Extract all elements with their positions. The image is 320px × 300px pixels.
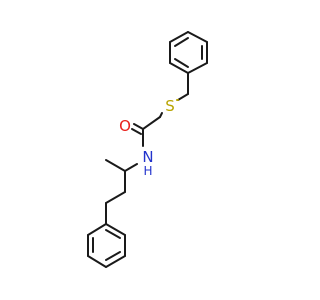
molecule-structure: S O N H (87, 31, 208, 268)
oxygen-atom-label: O (119, 117, 131, 135)
bond-double-inner (174, 58, 189, 68)
nitrogen-atom-label: N (142, 148, 153, 166)
bond (187, 62, 208, 74)
bond-ch2-carbonyl (142, 116, 161, 130)
bond-n-ch (124, 163, 138, 172)
top-benzene-ring (169, 31, 208, 74)
bond-ch-methyl (105, 159, 126, 172)
bond-double-inner (105, 229, 121, 239)
bond-ch2-s (177, 93, 189, 101)
bond-carbonyl-o (133, 123, 144, 130)
bond (87, 255, 107, 268)
bond-double-inner (105, 251, 121, 261)
hydrogen-atom-label: H (143, 164, 152, 178)
sulfur-atom-label: S (165, 97, 175, 115)
bond-carbonyl-o-double (131, 128, 142, 135)
bottom-benzene-ring (87, 223, 126, 268)
bond (187, 31, 208, 43)
bond (87, 223, 107, 236)
bond (169, 31, 189, 43)
bond-double-inner (174, 37, 189, 47)
bond (169, 62, 189, 74)
bond (105, 223, 126, 236)
bond (105, 255, 126, 268)
bond-ch2-ch2 (105, 191, 126, 204)
